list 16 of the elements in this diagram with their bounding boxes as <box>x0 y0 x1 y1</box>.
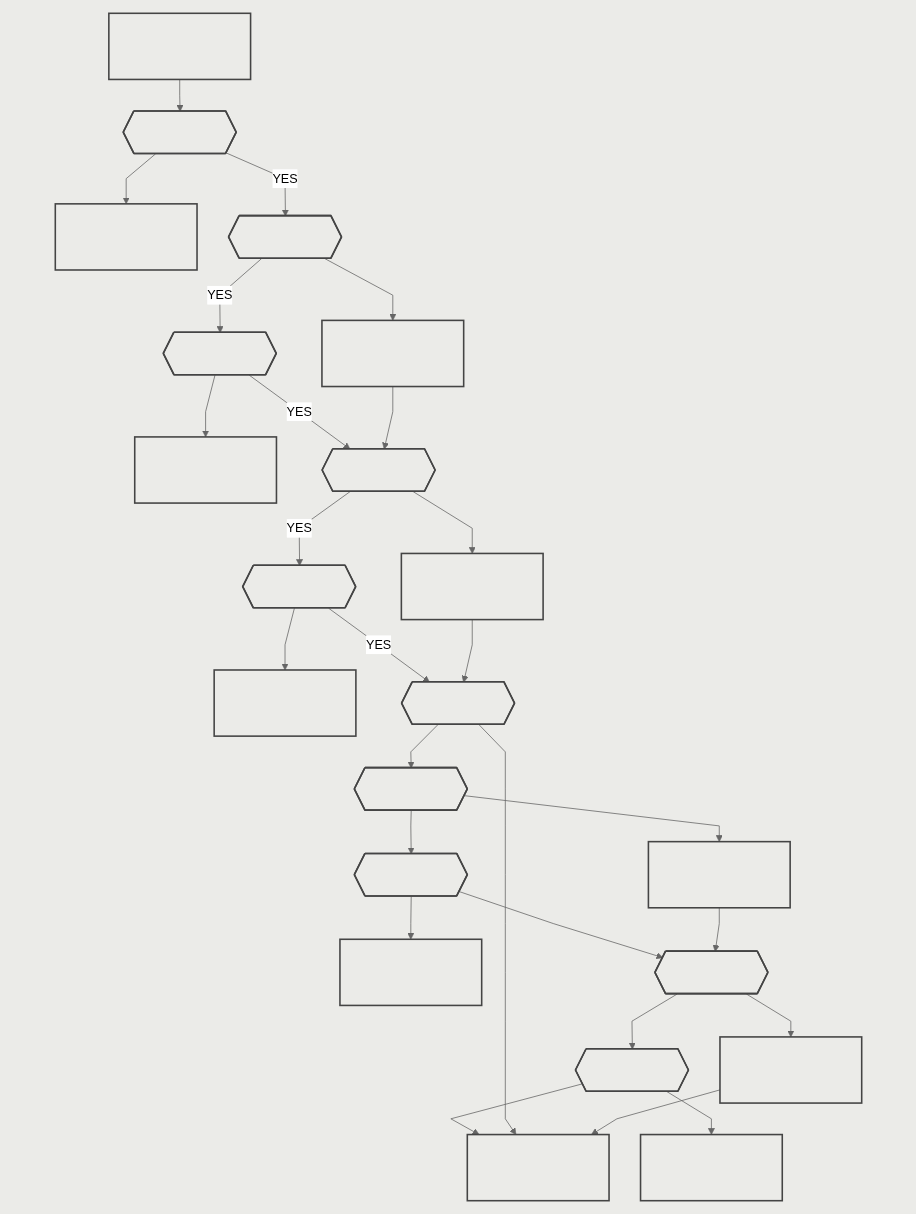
node-box <box>107 12 251 81</box>
edge-label: YES <box>206 288 232 302</box>
edge-label: YES <box>286 404 312 419</box>
node-box <box>320 319 464 388</box>
node-box <box>718 1036 862 1104</box>
node-box <box>338 938 482 1007</box>
node-box <box>466 1133 610 1202</box>
edge-label: YES <box>271 171 298 185</box>
edge-label: YES <box>286 521 312 535</box>
node-box <box>212 669 357 737</box>
node-box <box>639 1133 783 1202</box>
node-box <box>54 203 198 271</box>
node-box <box>400 552 544 621</box>
node-box <box>647 840 791 909</box>
edge-label: YES <box>365 637 391 652</box>
node-box <box>133 436 277 504</box>
